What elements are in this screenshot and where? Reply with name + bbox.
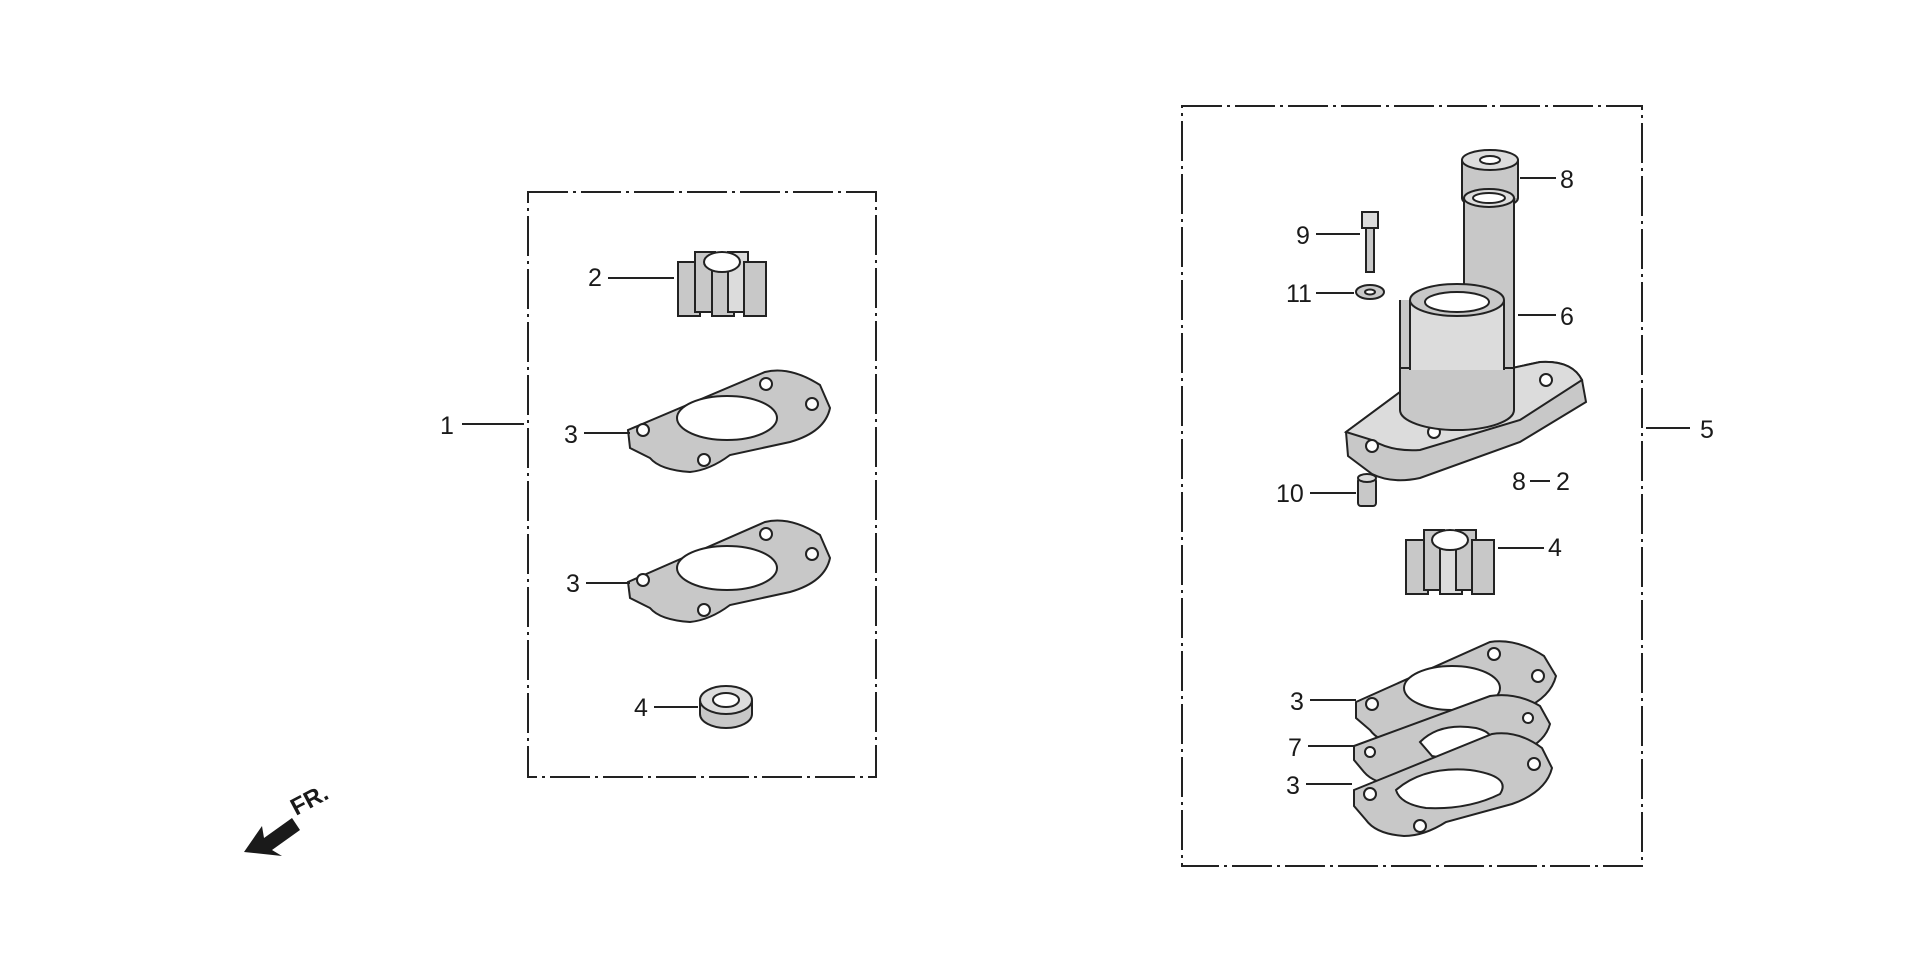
pump-housing-part xyxy=(1343,188,1588,482)
dowel-pin-part xyxy=(1357,473,1377,507)
oil-seal-part xyxy=(699,685,753,729)
callout-4: 4 xyxy=(634,694,648,722)
impeller-part xyxy=(677,251,767,317)
front-direction-indicator: FR. xyxy=(244,779,333,856)
front-arrow-icon xyxy=(244,818,300,856)
callout-3a: 3 xyxy=(564,421,578,449)
front-label: FR. xyxy=(286,779,333,821)
callout-3b: 3 xyxy=(566,570,580,598)
callout-3-kit5-bottom: 3 xyxy=(1286,772,1300,800)
kit-1-group: 1 2 3 xyxy=(440,191,877,778)
kit-5-group: 5 8 9 11 xyxy=(1181,105,1714,867)
kit-5-box xyxy=(1181,105,1643,867)
callout-7: 7 xyxy=(1288,734,1302,762)
callout-ref-number: 2 xyxy=(1556,468,1570,496)
callout-8: 8 xyxy=(1560,166,1574,194)
callout-1: 1 xyxy=(440,412,454,440)
callout-5: 5 xyxy=(1700,416,1714,444)
callout-4-kit5: 4 xyxy=(1548,534,1562,562)
callout-2: 2 xyxy=(588,264,602,292)
callout-10: 10 xyxy=(1276,480,1304,508)
callout-3-kit5-top: 3 xyxy=(1290,688,1304,716)
gasket-part-a xyxy=(626,369,832,474)
gasket-part-b xyxy=(626,519,832,624)
callout-ref-symbol: 8 xyxy=(1512,468,1526,496)
callout-6: 6 xyxy=(1560,303,1574,331)
washer-part xyxy=(1355,284,1385,300)
gasket-bottom-part xyxy=(1353,732,1554,838)
callout-11: 11 xyxy=(1286,280,1312,308)
callout-9: 9 xyxy=(1296,222,1310,250)
kit-1-box xyxy=(527,191,877,778)
impeller-part-kit5 xyxy=(1405,529,1495,595)
bolt-part xyxy=(1361,211,1379,273)
